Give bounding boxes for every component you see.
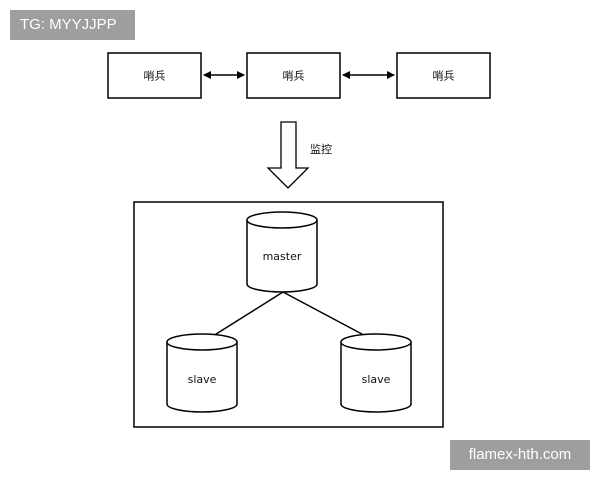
sentinel-node-3: 哨兵 [396,52,491,99]
master-label: master [263,250,302,263]
slave-label-2: slave [362,373,391,386]
watermark-bottom-right: flamex-hth.com [450,440,590,470]
sentinel-label-1: 哨兵 [144,70,166,83]
watermark-top-left: TG: MYYJJPP [10,10,135,40]
monitor-down-arrow [266,121,310,189]
sentinel-node-2: 哨兵 [246,52,341,99]
slave-label-1: slave [188,373,217,386]
sentinel-node-1: 哨兵 [107,52,202,99]
replication-arrow-left [204,291,284,342]
sentinel-label-2: 哨兵 [283,70,305,83]
slave-node-2: slave [340,333,412,413]
slave-node-1: slave [166,333,238,413]
sentinel-label-3: 哨兵 [433,70,455,83]
replication-arrow-right [282,291,376,342]
master-node: master [246,211,318,293]
monitor-label: 监控 [310,142,332,156]
